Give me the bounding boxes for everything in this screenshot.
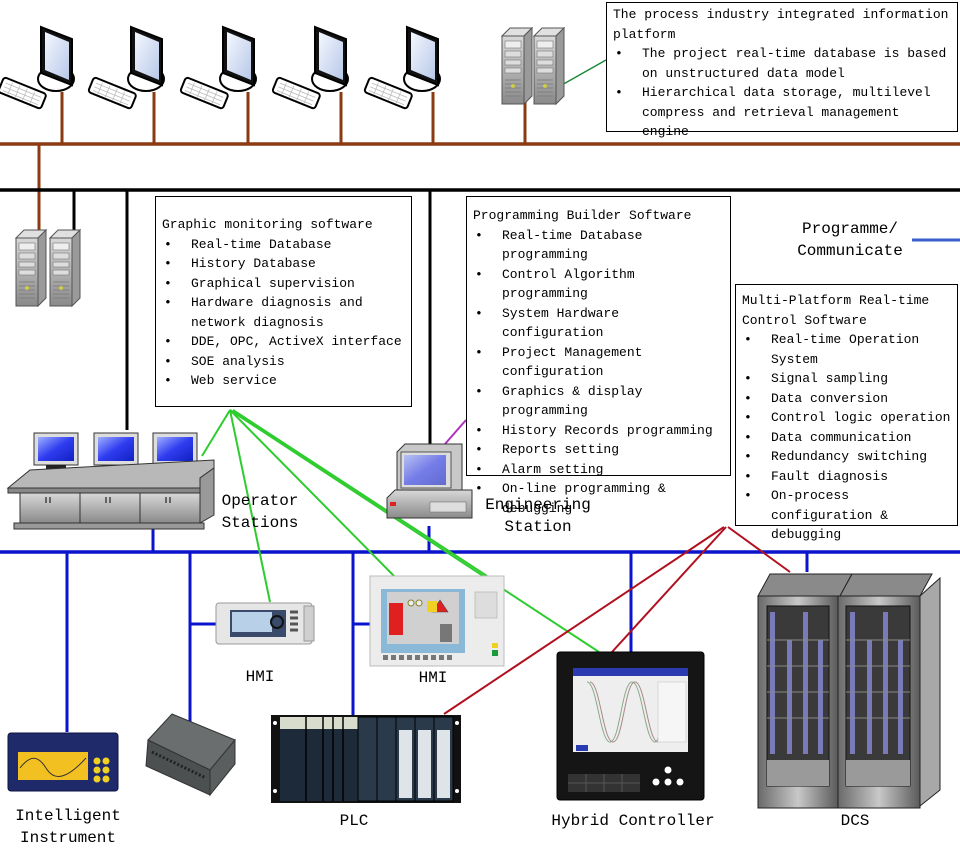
workstation-icon[interactable] bbox=[179, 26, 257, 111]
graphic-monitoring-item: Web service bbox=[162, 371, 405, 391]
legend-label: Programme/ Communicate bbox=[790, 218, 910, 262]
hybrid-controller-label: Hybrid Controller bbox=[551, 812, 715, 830]
graphic-monitoring-item: SOE analysis bbox=[162, 352, 405, 372]
programming-builder-item: History Records programming bbox=[473, 421, 724, 441]
info-platform-item: Hierarchical data storage, multilevel co… bbox=[613, 83, 951, 142]
graphic-monitoring-box: Graphic monitoring software Real-time Da… bbox=[155, 196, 412, 407]
rack-plc-icon[interactable] bbox=[271, 715, 461, 803]
programming-builder-item: Real-time Database programming bbox=[473, 226, 724, 265]
workstations bbox=[0, 26, 441, 111]
info-platform-item: The project real-time database is based … bbox=[613, 44, 951, 83]
engineering-link bbox=[444, 419, 467, 445]
operator-stations-label-line1: Operator bbox=[221, 492, 299, 510]
hmi-large-icon[interactable] bbox=[369, 575, 505, 667]
legend-label-line2: Communicate bbox=[797, 242, 903, 260]
programming-builder-item: Graphics & display programming bbox=[473, 382, 724, 421]
control-software-item: Data communication bbox=[742, 428, 951, 448]
control-software-item: Signal sampling bbox=[742, 369, 951, 389]
workstation-icon[interactable] bbox=[363, 26, 441, 111]
control-links bbox=[443, 526, 791, 715]
operator-stations-label-line2: Stations bbox=[221, 514, 299, 532]
control-software-item: Control logic operation bbox=[742, 408, 951, 428]
compact-plc-icon[interactable] bbox=[145, 713, 236, 797]
control-software-item: Data conversion bbox=[742, 389, 951, 409]
programming-builder-title: Programming Builder Software bbox=[473, 208, 692, 223]
engineering-station-label-line2: Station bbox=[504, 518, 572, 536]
database-server-icon[interactable] bbox=[15, 229, 81, 307]
operator-console-icon[interactable] bbox=[6, 432, 215, 530]
control-software-title: Multi-Platform Real-time Control Softwar… bbox=[742, 293, 930, 328]
hmi-small-label: HMI bbox=[245, 668, 275, 686]
legend-label-line1: Programme/ bbox=[801, 220, 898, 238]
graphic-monitoring-item: History Database bbox=[162, 254, 405, 274]
engineering-station-label: Engineering Station bbox=[478, 494, 598, 538]
workstation-icon[interactable] bbox=[271, 26, 349, 111]
platform-server-icon[interactable] bbox=[501, 27, 565, 105]
intelligent-instrument-label-line1: Intelligent bbox=[15, 807, 121, 825]
graphic-monitoring-item: Graphical supervision bbox=[162, 274, 405, 294]
intelligent-instrument-label: Intelligent Instrument bbox=[6, 805, 130, 849]
control-software-item: Fault diagnosis bbox=[742, 467, 951, 487]
programming-builder-item: On-line programming & debugging bbox=[473, 479, 724, 518]
operator-stations-label: Operator Stations bbox=[212, 490, 308, 534]
graphic-monitoring-item: Real-time Database bbox=[162, 235, 405, 255]
info-platform-title: The process industry integrated informat… bbox=[613, 7, 949, 42]
programming-builder-item: Project Management configuration bbox=[473, 343, 724, 382]
hmi-small-icon[interactable] bbox=[215, 602, 315, 645]
control-software-box: Multi-Platform Real-time Control Softwar… bbox=[735, 284, 958, 542]
field-network bbox=[0, 526, 960, 732]
monitoring-links bbox=[201, 409, 600, 653]
control-network bbox=[0, 188, 960, 448]
hybrid-controller-icon[interactable] bbox=[556, 651, 705, 801]
dcs-cabinet-icon[interactable] bbox=[757, 573, 941, 809]
engineering-pc-icon[interactable] bbox=[386, 443, 473, 519]
dcs-label: DCS bbox=[840, 812, 870, 830]
plc-label: PLC bbox=[339, 812, 369, 830]
graphic-monitoring-item: Hardware diagnosis and network diagnosis bbox=[162, 293, 405, 332]
programming-builder-item: System Hardware configuration bbox=[473, 304, 724, 343]
graphic-monitoring-item: DDE, OPC, ActiveX interface bbox=[162, 332, 405, 352]
programming-builder-item: Reports setting bbox=[473, 440, 724, 460]
control-software-item: On-process configuration & debugging bbox=[742, 486, 951, 545]
graphic-monitoring-title: Graphic monitoring software bbox=[162, 217, 373, 232]
info-platform-box: The process industry integrated informat… bbox=[606, 2, 958, 139]
programming-builder-box: Programming Builder Software Real-time D… bbox=[466, 196, 731, 516]
platform-link bbox=[559, 59, 607, 87]
hmi-large-label: HMI bbox=[418, 669, 448, 687]
control-software-item: Real-time Operation System bbox=[742, 330, 951, 369]
programming-builder-item: Control Algorithm programming bbox=[473, 265, 724, 304]
intelligent-instrument-icon[interactable] bbox=[7, 732, 119, 792]
intelligent-instrument-label-line2: Instrument bbox=[19, 829, 116, 847]
control-software-item: Redundancy switching bbox=[742, 447, 951, 467]
engineering-station-label-line1: Engineering bbox=[485, 496, 591, 514]
programming-builder-item: Alarm setting bbox=[473, 460, 724, 480]
